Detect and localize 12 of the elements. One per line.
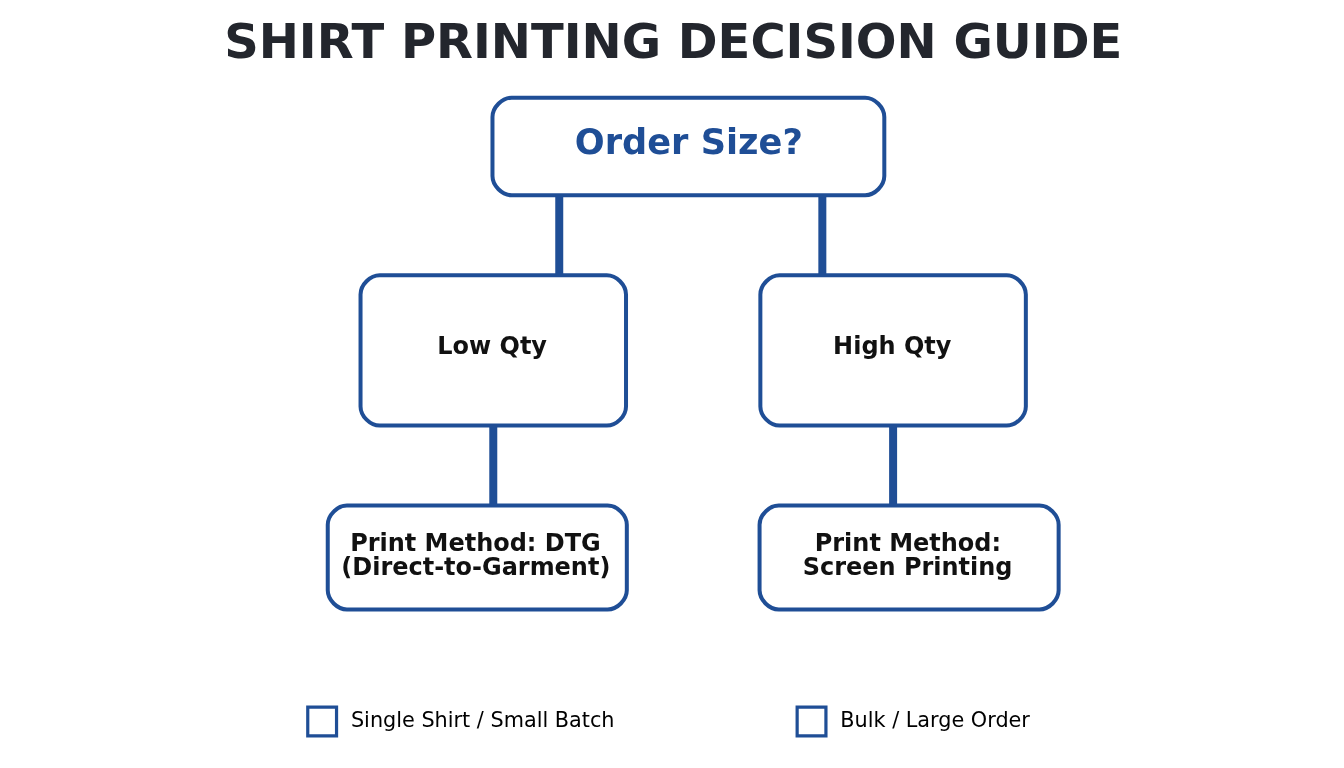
legend-label: Bulk / Large Order: [840, 707, 1030, 732]
node-box: Print Method: Screen Printing: [757, 503, 1061, 612]
legend-label: Single Shirt / Small Batch: [350, 707, 615, 732]
node-box: Order Size?: [490, 95, 887, 198]
connector: [818, 195, 827, 275]
node-box: Print Method: DTG (Direct-to-Garment): [325, 503, 629, 612]
node-box: High Qty: [758, 273, 1028, 428]
connector: [555, 195, 564, 275]
connector: [489, 425, 498, 506]
node-box: Low Qty: [358, 273, 628, 428]
connector: [889, 425, 898, 506]
diagram-title: SHIRT PRINTING DECISION GUIDE: [224, 12, 1123, 69]
